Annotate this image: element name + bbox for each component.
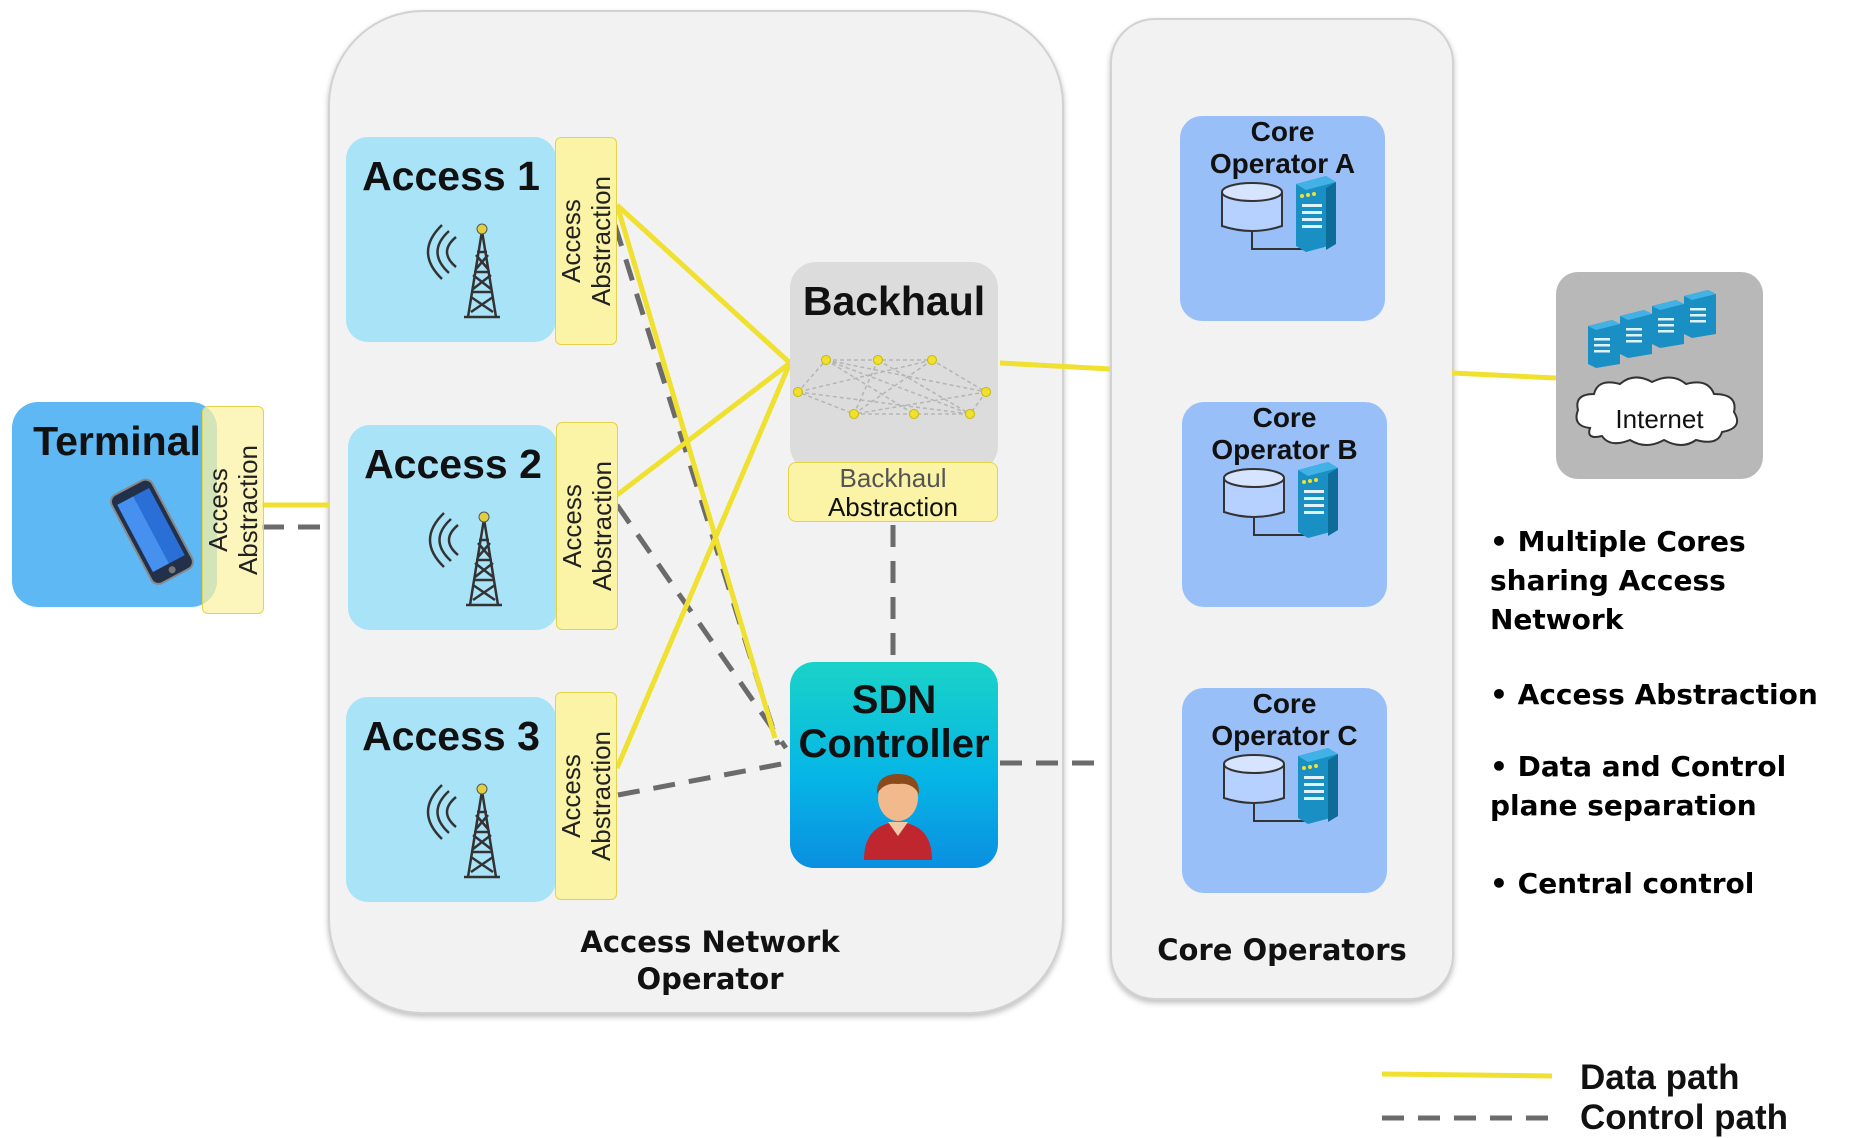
- data-path-access3: [614, 362, 793, 769]
- internet-box: Internet: [1556, 272, 1763, 479]
- access-1-box: Access 1: [346, 137, 556, 342]
- internet-label: Internet: [1615, 404, 1704, 434]
- access-network-caption: Access Network Operator: [580, 925, 840, 996]
- database-server-icon: [1223, 748, 1338, 824]
- legend-lines: [1381, 1071, 1553, 1121]
- access-2-title: Access 2: [364, 441, 542, 487]
- sdn-controller-title-line2: Controller: [798, 722, 990, 766]
- backhaul-title: Backhaul: [802, 278, 986, 324]
- terminal-box: Terminal: [12, 402, 217, 607]
- legend-data-path-line: [1381, 1071, 1553, 1079]
- core-operator-c-box: Core Operator C: [1182, 688, 1387, 893]
- control-path-access1-sdn: [612, 224, 781, 746]
- access-1-abstraction: Access Abstraction: [555, 137, 617, 345]
- sdn-controller-title-line1: SDN: [851, 678, 937, 722]
- core-operator-b-box: Core Operator B: [1182, 402, 1387, 607]
- core-operator-a-box: Core Operator A: [1180, 116, 1385, 321]
- bullet-multiple-cores: • Multiple Cores sharing Access Network: [1490, 525, 1746, 636]
- core-operators-caption: Core Operators: [1157, 933, 1407, 967]
- core-operator-a-title: Core Operator A: [1209, 116, 1356, 179]
- core-operator-b-title: Core Operator B: [1211, 402, 1358, 465]
- data-path-access1: [615, 203, 792, 365]
- servers-icon: [1588, 290, 1716, 368]
- cloud-icon: [1575, 376, 1738, 446]
- access-3-box: Access 3: [346, 697, 556, 902]
- tower-icon: [426, 783, 500, 879]
- tower-icon: [426, 223, 500, 319]
- mesh-network-icon: [793, 355, 991, 419]
- core-operator-c-title: Core Operator C: [1211, 688, 1358, 751]
- database-server-icon: [1221, 176, 1336, 252]
- access-2-abstraction: Access Abstraction: [556, 422, 618, 630]
- bullet-central-control: • Central control: [1490, 867, 1755, 900]
- control-path-access3-sdn: [617, 759, 793, 798]
- access-2-box: Access 2: [348, 425, 558, 630]
- legend-data-path-label: Data path: [1580, 1058, 1740, 1097]
- access-3-abstraction: Access Abstraction: [555, 692, 617, 900]
- data-path-access1-sdn: [614, 204, 778, 739]
- legend-control-path-label: Control path: [1580, 1098, 1789, 1137]
- data-path-backhaul-core: [999, 360, 1111, 372]
- terminal-title: Terminal: [33, 418, 201, 464]
- control-path-access2-sdn: [614, 503, 789, 750]
- access-3-title: Access 3: [362, 713, 540, 759]
- database-server-icon: [1223, 462, 1338, 538]
- data-path-core-internet: [1451, 370, 1557, 381]
- sdn-controller-box: SDN Controller: [790, 662, 998, 868]
- person-icon: [864, 774, 932, 860]
- phone-icon: [109, 478, 194, 585]
- backhaul-abstraction: Backhaul Abstraction: [788, 462, 998, 522]
- tower-icon: [428, 511, 502, 607]
- bullet-access-abstraction: • Access Abstraction: [1490, 678, 1818, 711]
- bullet-plane-separation: • Data and Control plane separation: [1490, 750, 1787, 822]
- access-1-title: Access 1: [362, 153, 540, 199]
- terminal-abstraction: Access Abstraction: [202, 406, 264, 614]
- backhaul-box: Backhaul: [790, 262, 998, 472]
- data-path-access2: [615, 361, 792, 497]
